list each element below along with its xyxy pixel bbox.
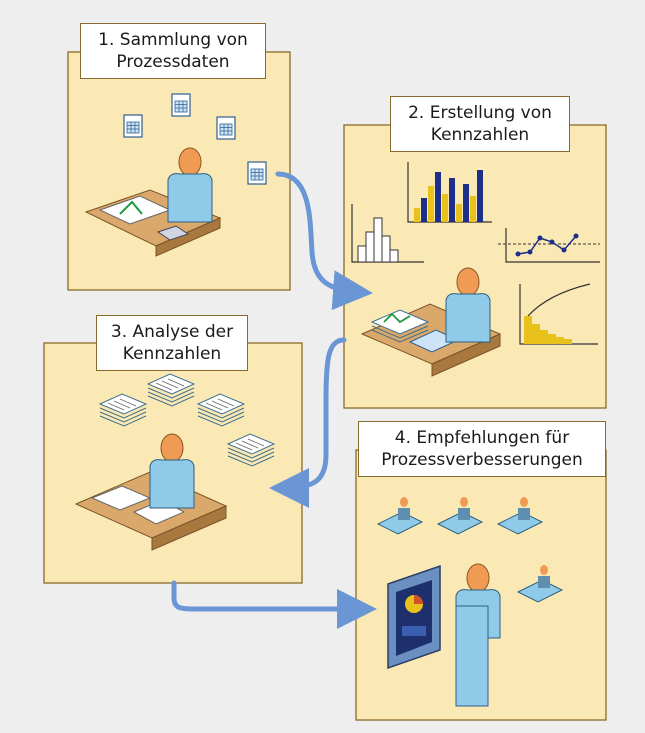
step-4-label: 4. Empfehlungen für Prozessverbesserunge… — [358, 421, 606, 477]
step-2-panel — [343, 124, 607, 409]
arrow-step2-to-step3 — [269, 337, 347, 508]
spreadsheet-icon — [171, 93, 191, 117]
step-1-label: 1. Sammlung von Prozessdaten — [80, 23, 266, 79]
present-recommendations-icon — [377, 496, 563, 707]
step-3-label: 3. Analyse der Kennzahlen — [96, 315, 248, 371]
pareto-chart-icon — [519, 283, 598, 345]
arrow-step3-to-step4 — [171, 580, 377, 629]
step-2-label: 2. Erstellung von Kennzahlen — [390, 96, 570, 152]
control-chart-icon — [498, 228, 600, 263]
analyze-kpis-icon — [74, 373, 275, 551]
collect-data-icon — [84, 93, 267, 257]
bar-chart-icon — [407, 162, 492, 223]
arrow-step1-to-step2 — [275, 171, 373, 311]
presentation-board-icon — [387, 564, 441, 670]
spreadsheet-icon — [247, 161, 267, 185]
spreadsheet-icon — [216, 116, 236, 140]
create-kpis-icon — [351, 162, 600, 377]
histogram-icon — [351, 204, 424, 263]
spreadsheet-icon — [123, 114, 143, 138]
